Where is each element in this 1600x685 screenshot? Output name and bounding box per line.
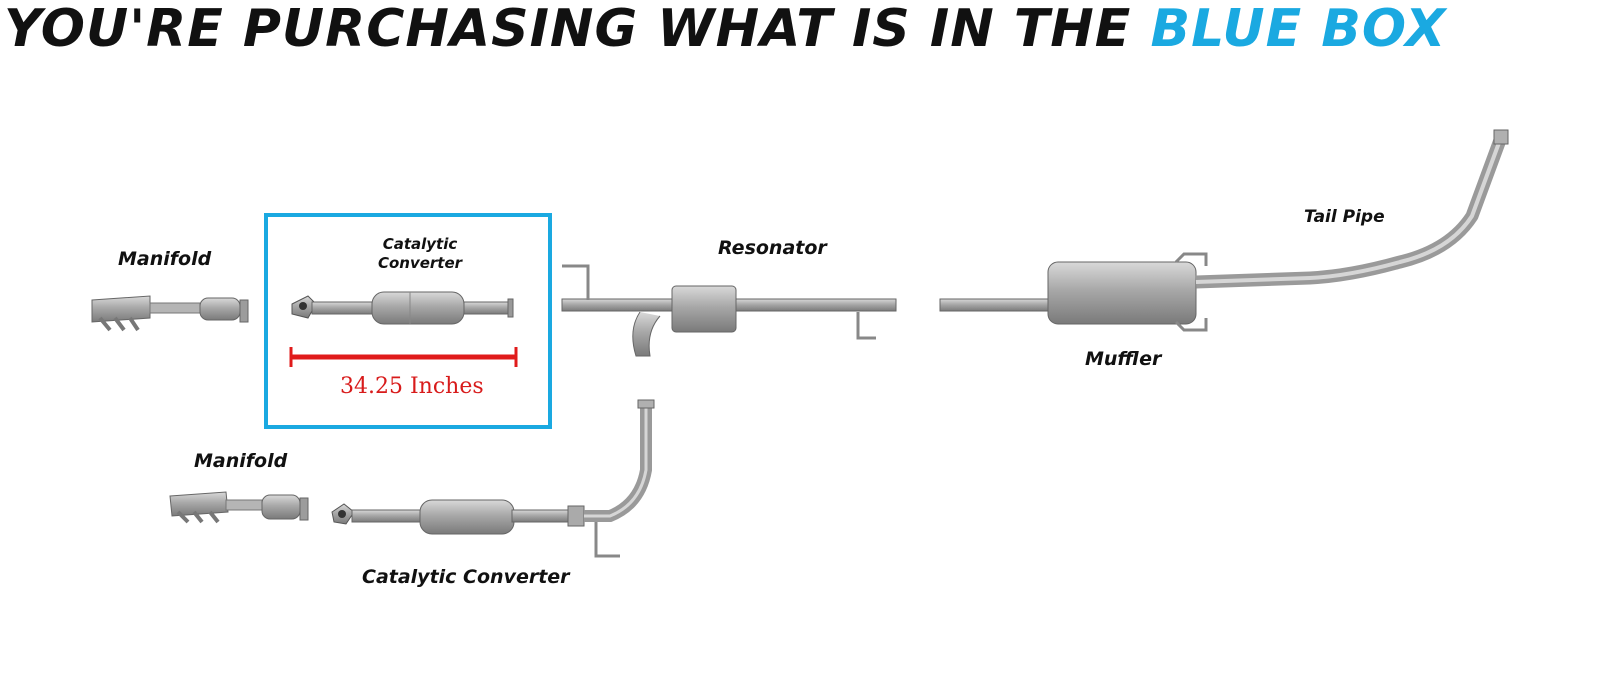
manifold-upper-label: Manifold <box>118 248 212 270</box>
resonator-label: Resonator <box>718 237 827 259</box>
catalytic-converter-boxed-label: Catalytic Converter <box>364 235 476 273</box>
manifold-lower-label: Manifold <box>194 450 288 472</box>
catalytic-converter-lower-part <box>331 399 655 558</box>
catalytic-converter-boxed-label-line1: Catalytic <box>382 235 458 253</box>
manifold-lower-part <box>169 491 309 524</box>
catalytic-converter-boxed-part <box>291 291 514 325</box>
muffler-label: Muffler <box>1085 348 1162 370</box>
measurement-bar <box>289 347 518 367</box>
tail-pipe-part <box>1195 129 1509 289</box>
catalytic-converter-boxed-label-line2: Converter <box>377 254 463 272</box>
headline-prefix: YOU'RE PURCHASING WHAT IS IN THE <box>4 0 1132 59</box>
tail-pipe-label: Tail Pipe <box>1304 207 1385 227</box>
headline: YOU'RE PURCHASING WHAT IS IN THE BLUE BO… <box>4 2 1446 56</box>
catalytic-converter-lower-label: Catalytic Converter <box>362 566 570 588</box>
highlight-box <box>264 213 552 429</box>
headline-highlight: BLUE BOX <box>1150 0 1447 59</box>
muffler-part <box>939 252 1208 332</box>
manifold-upper-part <box>91 295 249 332</box>
resonator-part <box>561 264 897 357</box>
measurement-label: 34.25 Inches <box>340 374 484 399</box>
